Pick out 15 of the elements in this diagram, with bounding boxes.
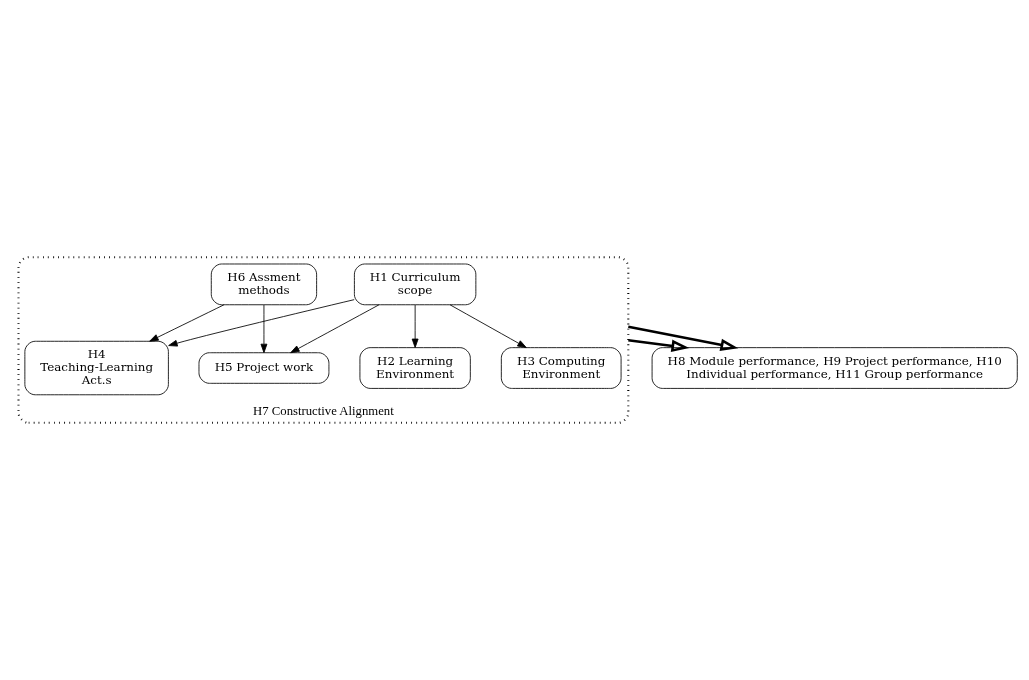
node-box: H3 Computing Environment: [500, 347, 622, 389]
node-box: H4 Teaching-Learning Act.s: [24, 340, 169, 396]
arrow: [411, 304, 419, 348]
arrow: [628, 339, 690, 353]
arrow: [628, 325, 739, 352]
arrow: [260, 304, 268, 354]
arrow: [149, 304, 225, 342]
arrow: [449, 304, 527, 348]
node-box: H2 Learning Environment: [359, 347, 471, 389]
node-box: H1 Curriculum scope: [353, 263, 477, 306]
arrow: [290, 304, 380, 354]
arrow: [168, 299, 355, 347]
node-box: H6 Assment methods: [210, 263, 318, 306]
node-box: H5 Project work: [198, 352, 330, 384]
node-box: H8 Module performance, H9 Project performance, H10 Individual performance, H11 Group performance: [651, 347, 1018, 389]
